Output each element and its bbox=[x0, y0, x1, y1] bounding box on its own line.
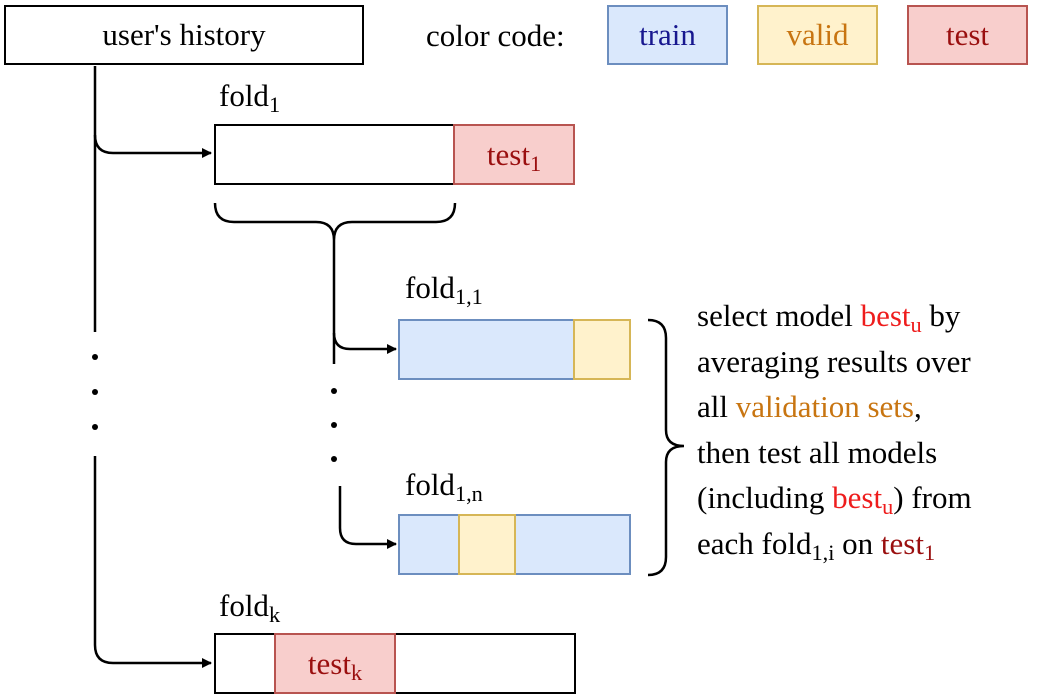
ellipsis-dot bbox=[331, 388, 337, 394]
fold1n-label: fold1,n bbox=[405, 467, 483, 507]
legend-title: color code: bbox=[426, 18, 565, 53]
fold11-label: fold1,1 bbox=[405, 270, 483, 310]
explanation-line-1: select model bestu by bbox=[697, 298, 961, 338]
fold11-valid-segment bbox=[573, 319, 631, 380]
history-to-fold1-arrow bbox=[93, 66, 212, 158]
explanation-text: select model bestu by averaging results … bbox=[697, 293, 972, 566]
users-history-box: user's history bbox=[4, 5, 364, 65]
fold1n-valid-segment bbox=[458, 514, 516, 575]
explanation-line-4: then test all models bbox=[697, 434, 938, 470]
history-to-foldk-arrow bbox=[93, 456, 212, 668]
fold1-test-segment: test1 bbox=[453, 124, 575, 185]
ellipsis-dot bbox=[92, 424, 98, 430]
legend-test: test bbox=[907, 5, 1028, 65]
foldk-label: foldk bbox=[219, 588, 281, 628]
legend-test-label: test bbox=[945, 17, 990, 52]
best-model-label: bestu bbox=[832, 480, 894, 520]
explanation-line-3: all validation sets, bbox=[697, 389, 922, 424]
legend-train: train bbox=[607, 5, 728, 65]
best-model-label: bestu bbox=[860, 298, 922, 338]
fold1-train-segment bbox=[214, 124, 456, 185]
ellipsis-dot bbox=[331, 422, 337, 428]
ellipsis-dot bbox=[92, 389, 98, 395]
legend-valid-label: valid bbox=[786, 17, 849, 52]
fold11-train-segment bbox=[398, 319, 576, 380]
legend-train-label: train bbox=[639, 17, 696, 52]
explanation-line-6: each fold1,i on test1 bbox=[697, 525, 936, 565]
to-fold1n-arrow bbox=[338, 486, 397, 549]
test-set-label: test1 bbox=[880, 525, 936, 565]
ellipsis-dot bbox=[92, 354, 98, 360]
ellipsis-dot bbox=[331, 456, 337, 462]
right-curly-brace bbox=[647, 318, 685, 577]
foldk-test-label: testk bbox=[307, 645, 363, 685]
brace-to-fold11-arrow bbox=[332, 240, 397, 354]
users-history-label: user's history bbox=[102, 17, 266, 52]
foldk-test-segment: testk bbox=[274, 633, 396, 694]
legend-valid: valid bbox=[757, 5, 878, 65]
fold1-test-label: test1 bbox=[486, 136, 542, 176]
explanation-line-2: averaging results over bbox=[697, 343, 971, 379]
explanation-line-5: (including bestu) from bbox=[697, 480, 972, 520]
fold1-underbrace bbox=[213, 202, 457, 241]
fold1-label: fold1 bbox=[219, 78, 281, 118]
